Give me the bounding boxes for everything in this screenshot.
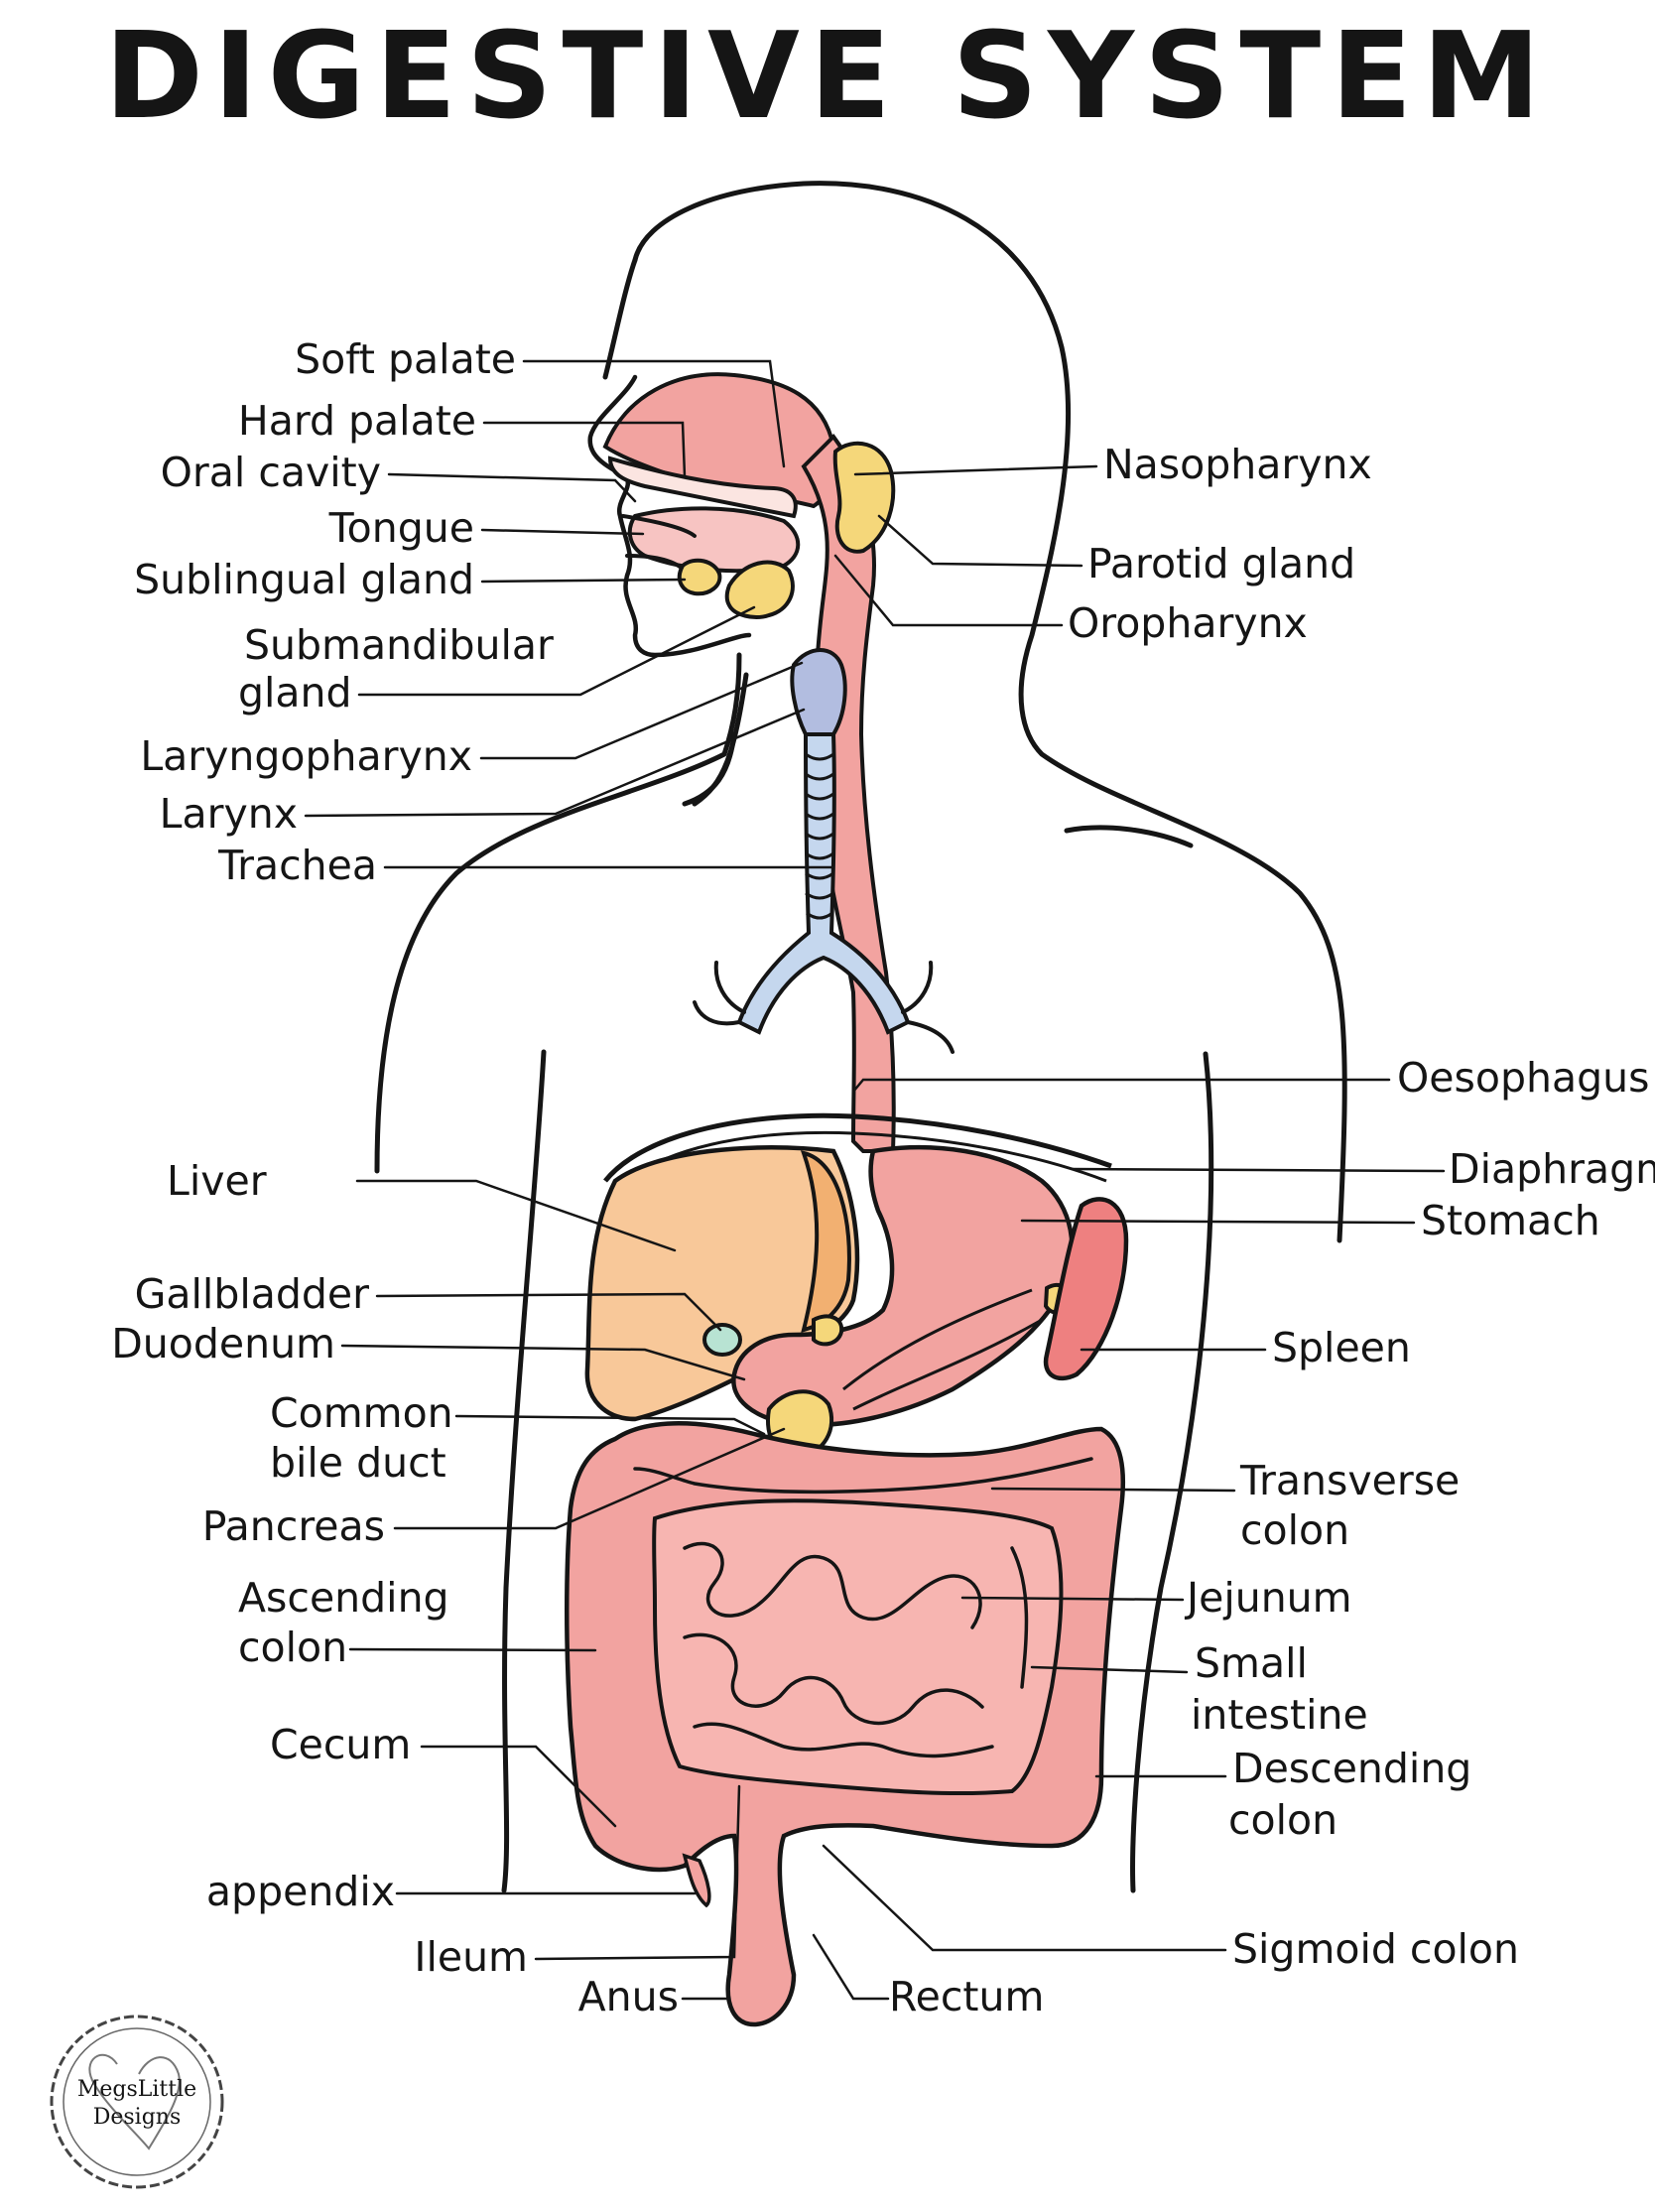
label-ileum: Ileum	[414, 1933, 528, 1981]
label-sigmoid-colon: Sigmoid colon	[1232, 1925, 1519, 1973]
appendix-shape	[682, 1853, 711, 1908]
trachea-rings	[805, 752, 834, 920]
labels: Soft palate Hard palate Oral cavity Tong…	[111, 335, 1655, 2020]
label-descending-line1: Descending	[1232, 1745, 1471, 1792]
sublingual-gland-shape	[677, 558, 722, 596]
bronchi	[693, 961, 955, 1054]
body-outline	[374, 181, 1347, 1893]
diagram-title: DIGESTIVE SYSTEM	[104, 8, 1551, 146]
label-appendix: appendix	[206, 1868, 395, 1915]
label-cecum: Cecum	[270, 1721, 411, 1768]
label-oral-cavity: Oral cavity	[161, 449, 381, 496]
label-duodenum: Duodenum	[111, 1320, 335, 1367]
label-anus: Anus	[578, 1973, 679, 2020]
label-jejunum: Jejunum	[1184, 1574, 1352, 1622]
label-submandibular-line1: Submandibular	[244, 621, 554, 669]
label-diaphragm: Diaphragm	[1449, 1145, 1655, 1193]
label-ascending-line1: Ascending	[238, 1574, 449, 1622]
spleen-shape	[1043, 1197, 1129, 1381]
watermark-line1: MegsLittle	[77, 2077, 196, 2102]
palate-shape	[607, 455, 798, 519]
small-intestine-shape	[652, 1498, 1064, 1796]
label-parotid-gland: Parotid gland	[1087, 540, 1355, 587]
label-small-int-line1: Small	[1195, 1639, 1308, 1687]
watermark-line2: Designs	[93, 2105, 182, 2130]
label-pancreas: Pancreas	[202, 1502, 385, 1550]
label-common-bile-line1: Common	[270, 1389, 453, 1437]
submandibular-gland-shape	[724, 560, 795, 619]
label-descending-line2: colon	[1228, 1796, 1337, 1844]
label-small-int-line2: intestine	[1191, 1691, 1368, 1739]
label-soft-palate: Soft palate	[295, 335, 516, 383]
label-hard-palate: Hard palate	[238, 397, 476, 445]
label-common-bile-line2: bile duct	[270, 1439, 446, 1487]
label-nasopharynx: Nasopharynx	[1103, 441, 1372, 488]
label-ascending-line2: colon	[238, 1624, 347, 1671]
label-spleen: Spleen	[1272, 1324, 1411, 1371]
pancreas-small	[812, 1314, 844, 1347]
label-larynx: Larynx	[160, 790, 298, 838]
trachea-shape	[736, 732, 911, 1035]
watermark-logo: MegsLittle Designs	[50, 2015, 224, 2189]
stomach-fold	[842, 1288, 1033, 1391]
label-transverse-line1: Transverse	[1239, 1457, 1460, 1504]
label-tongue: Tongue	[328, 504, 474, 552]
label-laryngopharynx: Laryngopharynx	[140, 732, 472, 780]
label-stomach: Stomach	[1421, 1197, 1600, 1244]
label-trachea: Trachea	[217, 842, 377, 889]
intestine-coils	[633, 1457, 1093, 1758]
label-submandibular-line2: gland	[238, 669, 352, 716]
label-sublingual-gland: Sublingual gland	[134, 556, 474, 603]
label-rectum: Rectum	[889, 1973, 1044, 2020]
leader-lines	[304, 359, 1446, 2001]
label-liver: Liver	[167, 1157, 267, 1205]
gallbladder-shape	[702, 1323, 742, 1357]
label-transverse-line2: colon	[1240, 1506, 1349, 1554]
parotid-gland-shape	[832, 441, 896, 554]
stomach-fold-2	[852, 1318, 1043, 1411]
label-gallbladder: Gallbladder	[135, 1270, 369, 1318]
diaphragm-shape	[603, 1112, 1112, 1183]
label-oropharynx: Oropharynx	[1068, 599, 1308, 647]
larynx-shape	[790, 648, 847, 736]
label-oesophagus: Oesophagus	[1397, 1054, 1649, 1102]
